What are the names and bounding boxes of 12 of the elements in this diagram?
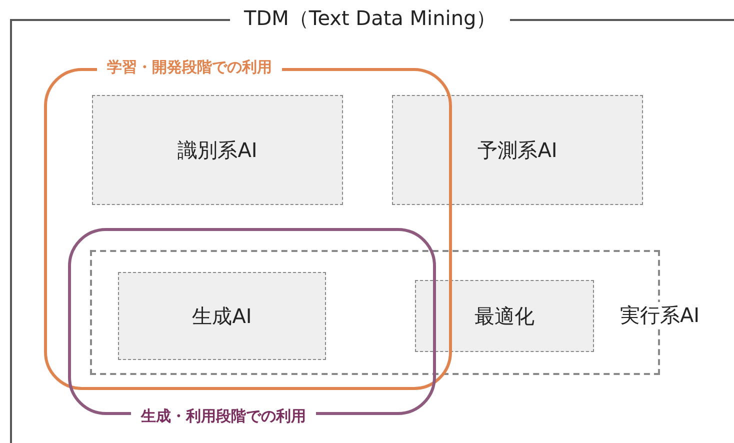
frame-label: 生成・利用段階での利用 <box>131 408 316 424</box>
dashed-box <box>392 95 643 205</box>
box-label: 最適化 <box>474 305 536 327</box>
box-label: 識別系AI <box>176 139 258 161</box>
frame-label: 学習・開発段階での利用 <box>97 59 282 76</box>
frame-title: TDM（Text Data Mining） <box>230 7 510 29</box>
dashed-box <box>415 280 594 352</box>
box-label: 実行系AI <box>620 302 700 328</box>
box-label: 予測系AI <box>476 139 558 161</box>
dashed-box <box>92 95 343 205</box>
dashed-box <box>118 272 326 360</box>
box-label: 生成AI <box>191 305 253 327</box>
